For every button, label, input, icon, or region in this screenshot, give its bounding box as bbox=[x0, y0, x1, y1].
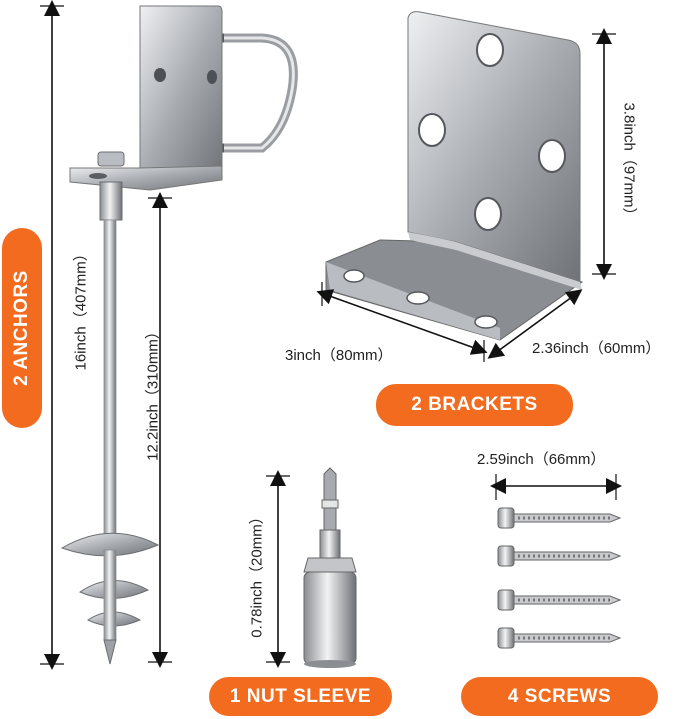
nut-sleeve-image bbox=[303, 467, 357, 668]
anchors-badge-label: 2 ANCHORS bbox=[11, 270, 33, 386]
bracket-height-label: 3.8inch（97mm） bbox=[620, 102, 638, 223]
nut-sleeve-dimension bbox=[266, 470, 290, 668]
screw-length-label: 2.59inch（66mm） bbox=[477, 451, 606, 468]
screw-2 bbox=[497, 545, 622, 567]
anchor-image bbox=[60, 5, 298, 665]
brackets-badge-label: 2 BRACKETS bbox=[411, 394, 538, 415]
anchor-shaft-label: 12.2inch（310mm） bbox=[144, 324, 162, 461]
screw-1 bbox=[497, 507, 622, 529]
screws-image bbox=[497, 507, 622, 649]
screws-badge: 4 SCREWS bbox=[461, 677, 658, 716]
bracket-width-dimension bbox=[316, 282, 488, 362]
bracket-image bbox=[325, 11, 584, 341]
bracket-height-dimension bbox=[592, 28, 616, 280]
bracket-depth-dimension bbox=[487, 289, 583, 359]
screws-badge-label: 4 SCREWS bbox=[507, 685, 612, 707]
screw-length-dimension bbox=[490, 474, 622, 500]
anchors-badge: 2 ANCHORS bbox=[2, 228, 42, 428]
anchor-total-dimension bbox=[40, 0, 64, 670]
bracket-depth-label: 2.36inch（60mm） bbox=[532, 340, 661, 357]
nut-sleeve-badge-label: 1 NUT SLEEVE bbox=[229, 685, 372, 707]
brackets-badge: 2 BRACKETS bbox=[376, 384, 573, 426]
screw-3 bbox=[497, 589, 622, 611]
nut-sleeve-badge: 1 NUT SLEEVE bbox=[209, 677, 392, 716]
bracket-width-label: 3inch（80mm） bbox=[285, 347, 393, 364]
anchor-shaft-dimension bbox=[148, 192, 172, 668]
anchor-total-label: 16inch（407mm） bbox=[72, 246, 90, 371]
nut-sleeve-length-label: 0.78inch（20mm） bbox=[248, 509, 266, 638]
screw-4 bbox=[497, 627, 622, 649]
